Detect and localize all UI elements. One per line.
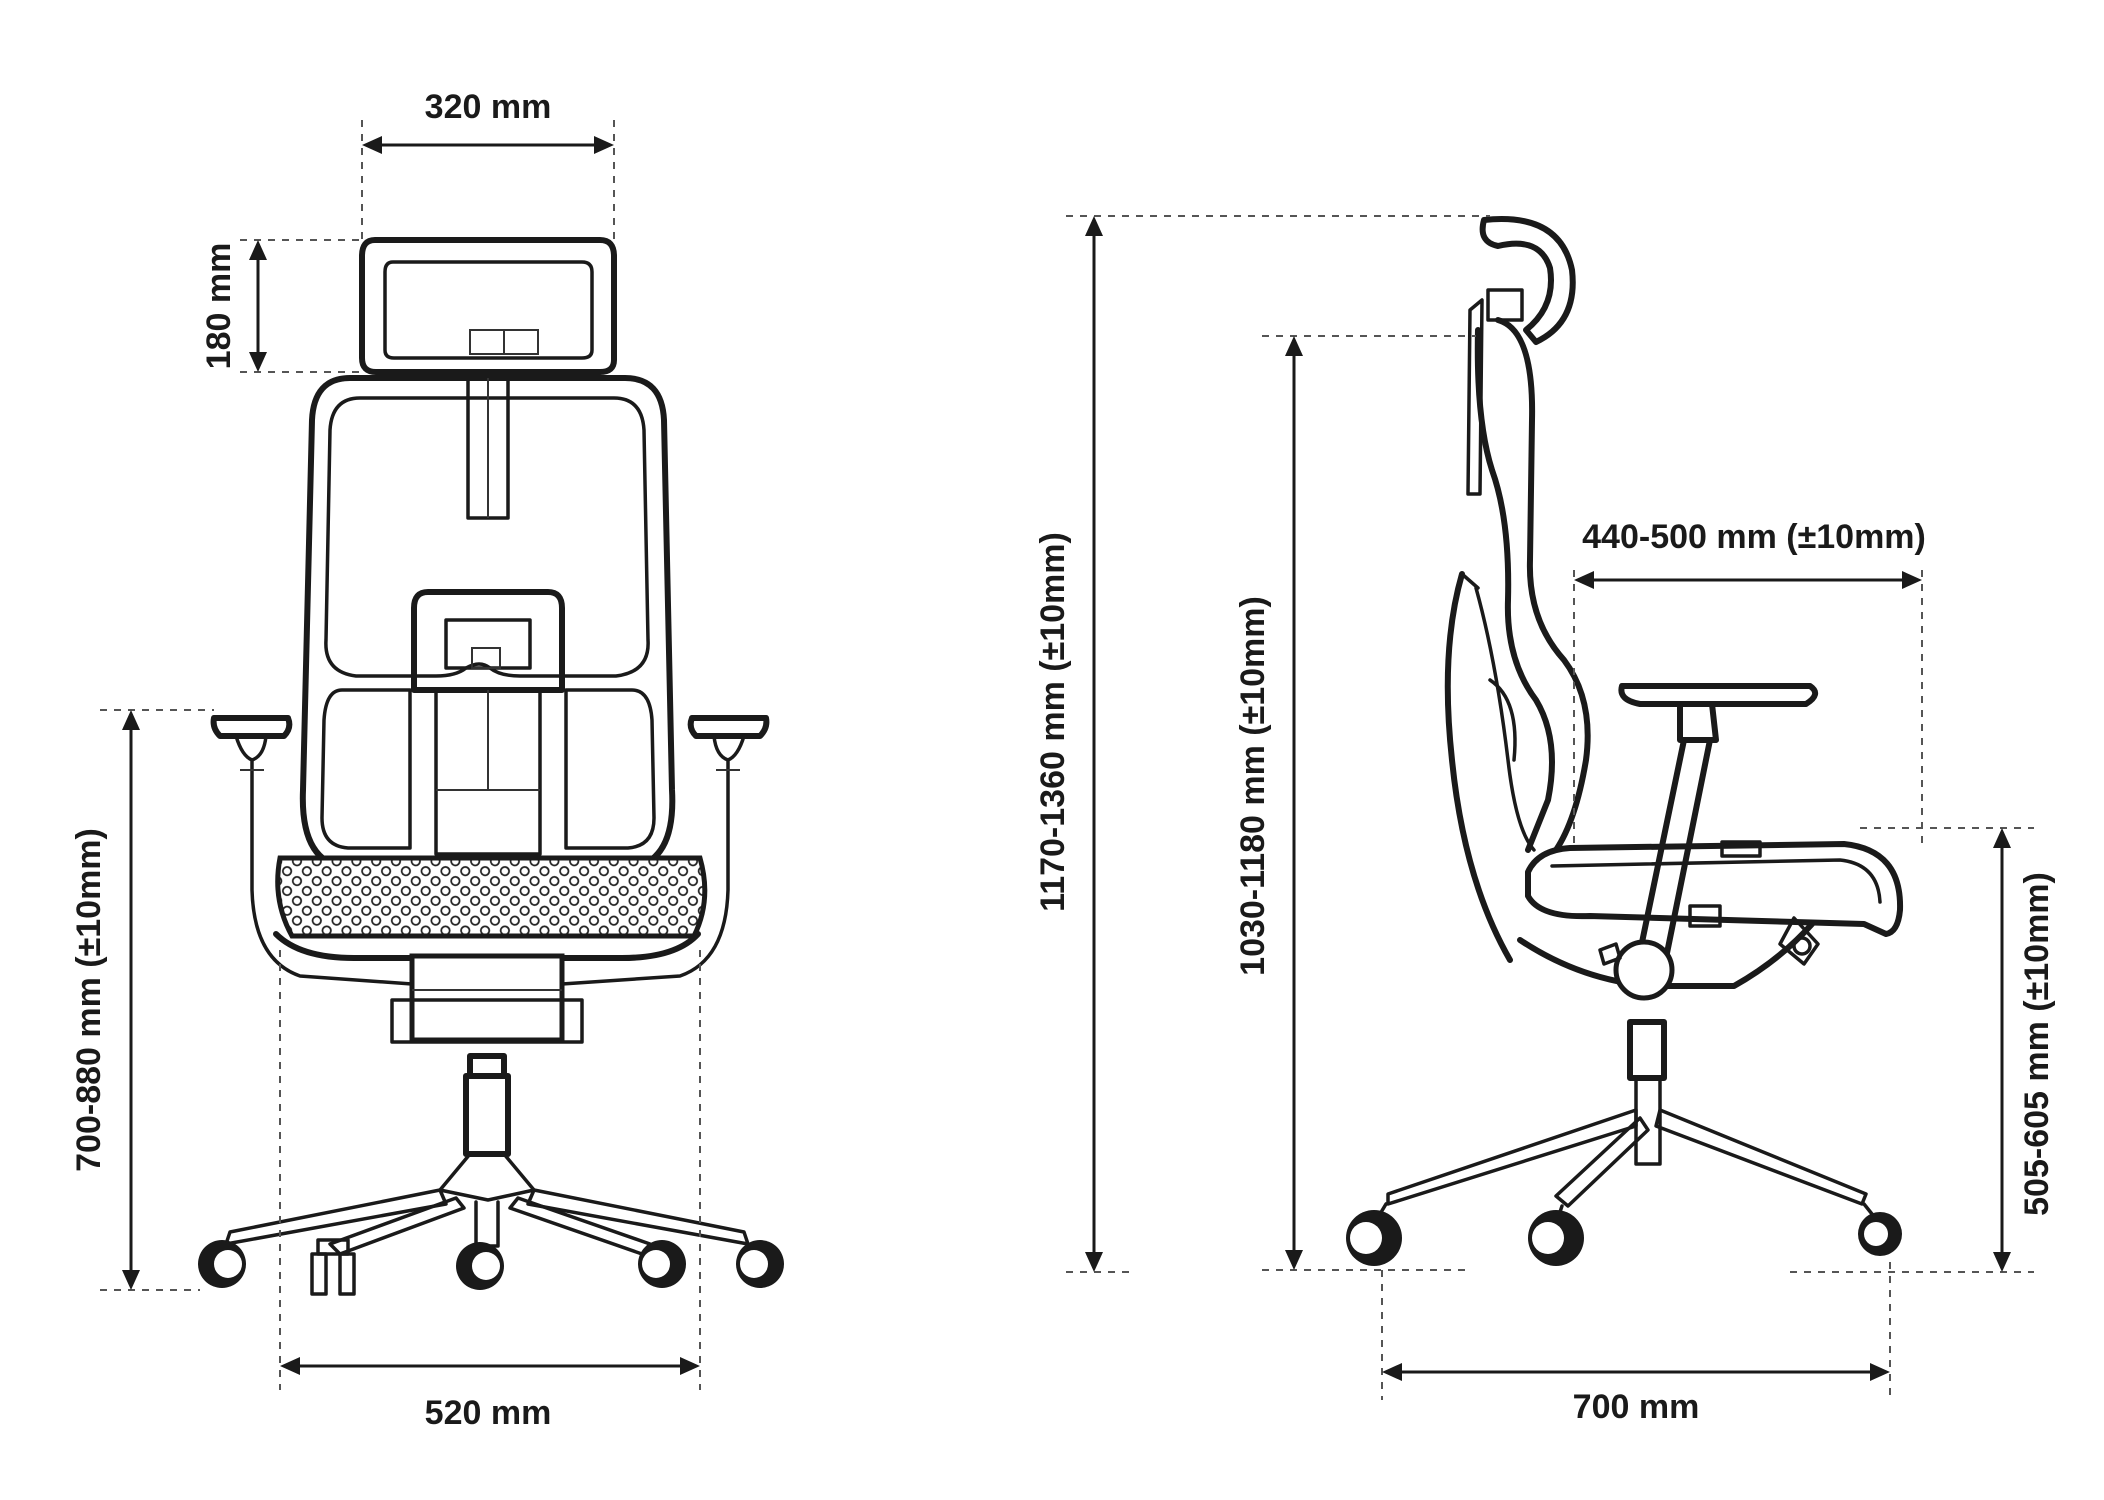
- dim-headrest-width: [361, 120, 615, 240]
- label-backrest-height: 1030-1180 mm (±10mm): [1234, 596, 1272, 976]
- side-caster-1: [1346, 1202, 1402, 1266]
- dimension-lines: [100, 120, 2034, 1400]
- label-total-height: 1170-1360 mm (±10mm): [1034, 532, 1072, 912]
- front-caster-1: [198, 1240, 246, 1288]
- label-headrest-height: 180 mm: [200, 243, 238, 370]
- side-headrest: [1466, 216, 1576, 496]
- front-caster-4: [638, 1240, 686, 1288]
- dim-armrest-height: [100, 709, 214, 1291]
- label-armrest-height: 700-880 mm (±10mm): [70, 828, 108, 1172]
- label-base-depth-side: 700 mm: [1573, 1388, 1700, 1426]
- side-backrest: [1444, 317, 1591, 963]
- dim-seat-height: [1790, 827, 2034, 1273]
- front-seat: [273, 855, 708, 1044]
- front-backrest: [299, 375, 676, 871]
- front-base: [198, 1053, 784, 1296]
- dim-total-height: [1066, 215, 1490, 1273]
- side-seat: [1517, 840, 1904, 1001]
- side-view-chair: [1346, 216, 1904, 1266]
- label-seat-height: 505-605 mm (±10mm): [2018, 872, 2056, 1216]
- side-caster-3: [1858, 1202, 1902, 1256]
- front-caster-2: [310, 1238, 356, 1296]
- label-base-width-front: 520 mm: [425, 1394, 552, 1432]
- front-armrest-right: [560, 715, 770, 986]
- side-caster-2: [1528, 1204, 1584, 1266]
- dim-base-width-front: [279, 950, 701, 1390]
- dimension-labels: 320 mm 180 mm 700-880 mm (±10mm) 520 mm …: [70, 88, 2056, 1432]
- side-base: [1346, 1019, 1902, 1266]
- dim-backrest-height: [1262, 335, 1476, 1271]
- dim-headrest-height: [240, 239, 362, 373]
- label-seat-depth: 440-500 mm (±10mm): [1582, 518, 1926, 556]
- front-view-chair: [198, 237, 784, 1296]
- front-caster-5: [736, 1240, 784, 1288]
- front-headrest: [359, 237, 617, 375]
- front-armrest-left: [210, 715, 414, 986]
- dim-seat-depth: [1573, 570, 1923, 850]
- dim-base-depth-side: [1381, 1262, 1891, 1400]
- front-caster-3: [456, 1242, 504, 1290]
- label-headrest-width: 320 mm: [425, 88, 552, 126]
